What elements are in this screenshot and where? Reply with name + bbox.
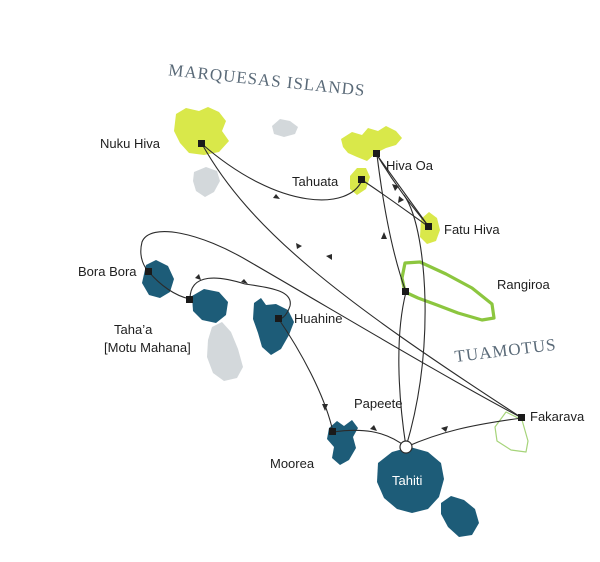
stop-marker-moorea: [329, 428, 336, 435]
stop-marker-fatu-hiva: [425, 223, 432, 230]
unvisited-island-raiatea: [207, 322, 243, 381]
stop-marker-nuku-hiva: [198, 140, 205, 147]
marquesas-islands-label: MARQUESAS ISLANDS: [168, 60, 367, 100]
label-bora-bora: Bora Bora: [78, 264, 137, 279]
unvisited-island-marquesas-2: [193, 167, 220, 197]
stop-marker-bora-bora: [145, 268, 152, 275]
island-tahaa: [192, 289, 228, 323]
stop-markers: [145, 140, 525, 435]
stop-marker-huahine: [275, 315, 282, 322]
route-arrows: [195, 184, 448, 432]
island-nuku-hiva: [174, 107, 229, 155]
label-papeete: Papeete: [354, 396, 402, 411]
label-fakarava: Fakarava: [530, 409, 585, 424]
tuamotus-label: TUAMOTUS: [454, 335, 558, 366]
island-tahiti-iti: [441, 496, 479, 537]
island-huahine: [253, 298, 294, 355]
label-tahuata: Tahuata: [292, 174, 339, 189]
stop-marker-fakarava: [518, 414, 525, 421]
label-huahine: Huahine: [294, 311, 342, 326]
island-bora-bora: [142, 260, 174, 298]
unvisited-island-marquesas-1: [272, 119, 298, 137]
stop-marker-hiva-oa: [373, 150, 380, 157]
label-motu-mahana: [Motu Mahana]: [104, 340, 191, 355]
label-moorea: Moorea: [270, 456, 315, 471]
label-hiva-oa: Hiva Oa: [386, 158, 434, 173]
label-nuku-hiva: Nuku Hiva: [100, 136, 161, 151]
stop-marker-rangiroa: [402, 288, 409, 295]
island-hiva-oa: [341, 126, 402, 161]
stop-marker-tahaa: [186, 296, 193, 303]
label-tahiti: Tahiti: [392, 473, 422, 488]
island-tahiti: [377, 447, 444, 513]
label-fatu-hiva: Fatu Hiva: [444, 222, 500, 237]
atoll-fakarava: [494, 411, 529, 453]
label-tahaa: Taha’a: [114, 322, 153, 337]
papeete-port-marker: [399, 440, 413, 454]
cruise-route: [140, 143, 523, 448]
stop-marker-tahuata: [358, 176, 365, 183]
atoll-rangiroa: [400, 260, 496, 322]
label-rangiroa: Rangiroa: [497, 277, 551, 292]
